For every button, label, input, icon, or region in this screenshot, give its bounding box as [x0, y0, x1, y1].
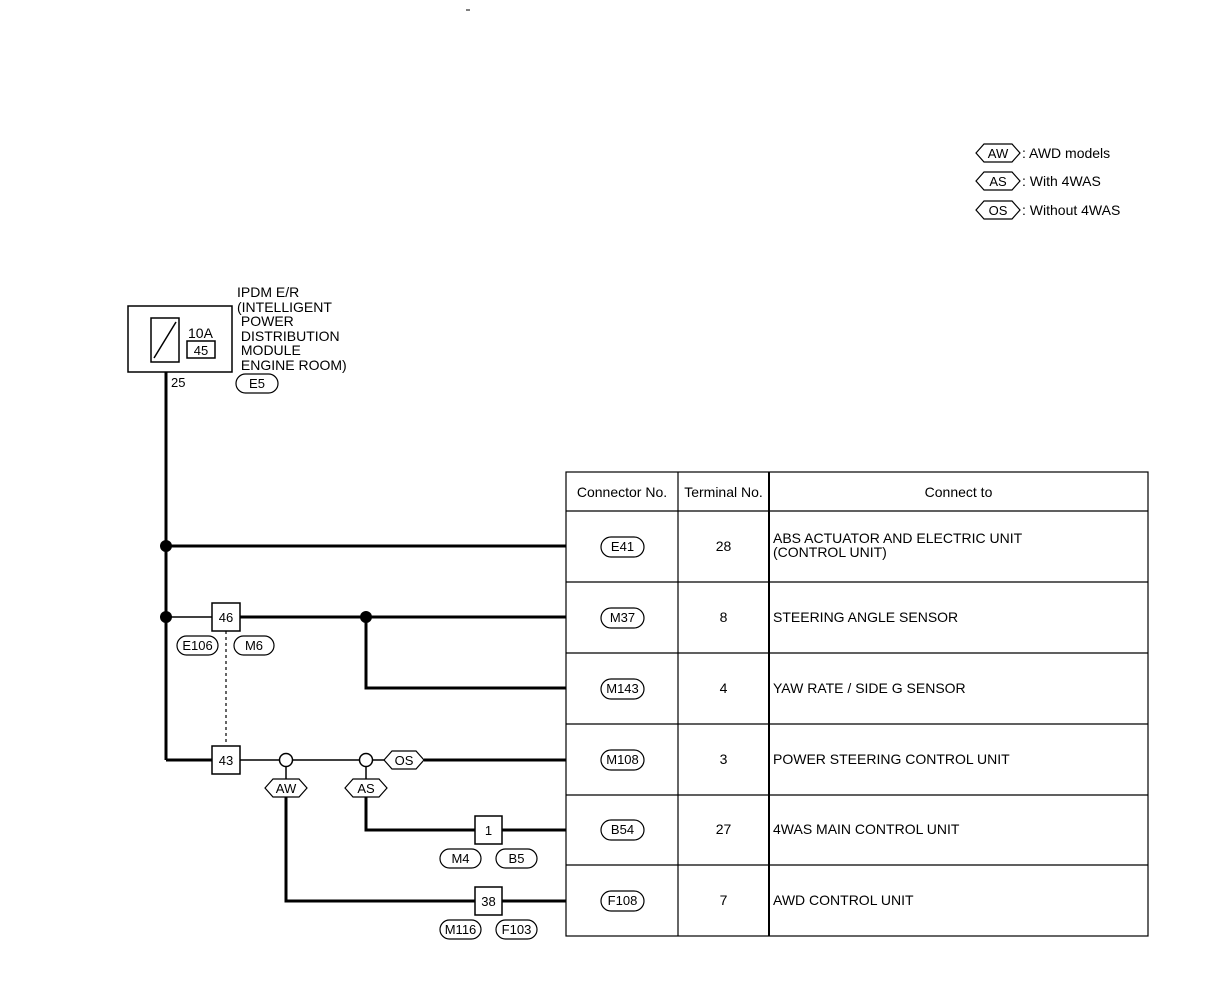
- fuse-symbol: [150, 317, 180, 363]
- table-row-connector: F108: [607, 893, 638, 908]
- ipdm-box: [127, 305, 233, 373]
- table-row-terminal: 7: [719, 892, 728, 908]
- legend-os-tag: [975, 200, 1021, 220]
- wire-m143: [364, 617, 566, 690]
- table-row-connector: M37: [609, 610, 636, 625]
- legend-as-tag: [975, 171, 1021, 191]
- table-row-connector: M108: [606, 752, 639, 767]
- table-connector-pill: [600, 536, 645, 558]
- table-header-terminal: Terminal No.: [684, 484, 763, 500]
- as-branch-point: [358, 752, 374, 768]
- connector-f103-pill: [495, 919, 538, 940]
- aw-branch-point: [278, 752, 294, 768]
- aw-tag-label: AW: [275, 781, 297, 796]
- wire-to-38: [284, 797, 475, 903]
- ipdm-terminal: 25: [171, 375, 186, 390]
- junction-38-box: [474, 886, 503, 916]
- table-row-terminal: 27: [715, 821, 732, 837]
- table-row-connector: B54: [610, 822, 635, 837]
- legend-as-code: AS: [989, 174, 1007, 189]
- fuse-link: [153, 321, 177, 359]
- connector-e106-pill: [176, 635, 219, 656]
- table-connector-pill: [600, 607, 645, 629]
- connector-m4-pill: [439, 848, 482, 869]
- table-connector-pill: [600, 749, 645, 771]
- junction-46-connector-a: E106: [182, 638, 213, 653]
- connector-m116-pill: [439, 919, 482, 940]
- table-connector-pill: [600, 890, 645, 912]
- wire-to-1: [364, 797, 475, 832]
- legend-os-code: OS: [988, 203, 1008, 218]
- legend-aw-tag: [975, 143, 1021, 163]
- table-row-connect-to: 4WAS MAIN CONTROL UNIT: [773, 821, 960, 837]
- junction-38-connector-b: F103: [501, 922, 532, 937]
- junction-1-connector-b: B5: [508, 851, 525, 866]
- junction-46-connector-b: M6: [244, 638, 264, 653]
- table-row-connect-to: ABS ACTUATOR AND ELECTRIC UNIT (CONTROL …: [773, 530, 1023, 560]
- legend-aw-code: AW: [987, 146, 1009, 161]
- legend-as-desc: : With 4WAS: [1022, 173, 1101, 189]
- connector-e5-pill: [235, 373, 279, 394]
- as-tag-label: AS: [357, 781, 375, 796]
- junction-38-connector-a: M116: [444, 922, 477, 937]
- splice-dot: [160, 611, 172, 623]
- table-row-connector: E41: [610, 539, 635, 554]
- junction-1-connector-a: M4: [451, 851, 470, 866]
- table-connector-pill: [600, 819, 645, 841]
- os-tag: [383, 750, 425, 770]
- table-row-connect-to: AWD CONTROL UNIT: [773, 892, 914, 908]
- connection-table-frame: [565, 471, 1149, 937]
- table-row-terminal: 8: [719, 609, 728, 625]
- junction-38-label: 38: [481, 894, 496, 909]
- table-header-connector: Connector No.: [576, 484, 668, 500]
- fuse-number-box: [186, 340, 216, 359]
- ipdm-connector: E5: [249, 376, 265, 391]
- junction-1-box: [474, 815, 503, 845]
- junction-46-label: 46: [218, 610, 234, 625]
- splice-dot: [160, 540, 172, 552]
- table-row-terminal: 4: [719, 680, 728, 696]
- as-tag: [344, 778, 388, 798]
- table-header-connect-to: Connect to: [924, 484, 993, 500]
- fuse-number: 45: [193, 343, 209, 358]
- table-row-connect-to: YAW RATE / SIDE G SENSOR: [773, 680, 966, 696]
- junction-43-box: [211, 745, 241, 775]
- table-row-connect-to: POWER STEERING CONTROL UNIT: [773, 751, 1010, 767]
- legend-aw-desc: : AWD models: [1022, 145, 1111, 161]
- connector-m6-pill: [233, 635, 275, 656]
- table-row-terminal: 3: [719, 751, 728, 767]
- table-row-connect-to: STEERING ANGLE SENSOR: [773, 609, 959, 625]
- table-row-terminal: 28: [715, 538, 732, 554]
- junction-43-label: 43: [218, 753, 234, 768]
- fuse-amperage: 10A: [188, 325, 213, 341]
- ipdm-label: IPDM E/R (INTELLIGENT POWER DISTRIBUTION…: [237, 284, 347, 373]
- os-tag-label: OS: [394, 753, 414, 768]
- aw-tag: [264, 778, 308, 798]
- table-connector-pill: [600, 678, 645, 700]
- table-row-connector: M143: [606, 681, 639, 696]
- connector-b5-pill: [495, 848, 538, 869]
- junction-1-label: 1: [484, 823, 493, 838]
- legend-os-desc: : Without 4WAS: [1022, 202, 1121, 218]
